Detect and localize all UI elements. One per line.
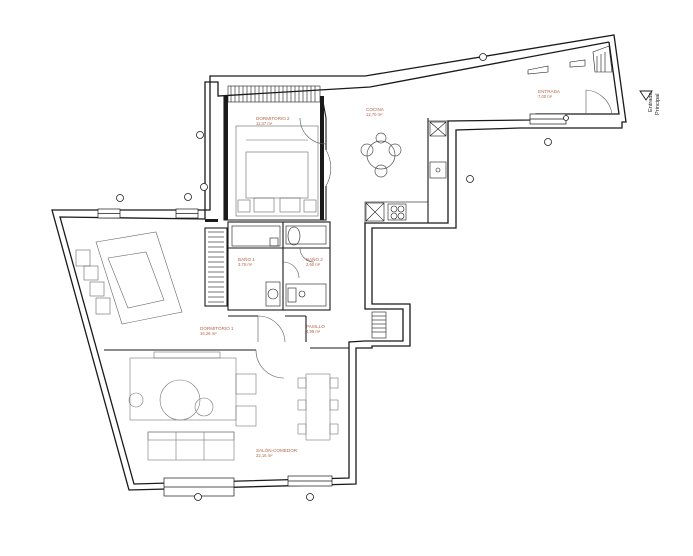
room-area: 7,00 m² bbox=[538, 94, 553, 99]
room-entrada: ENTRADA 7,00 m² bbox=[538, 89, 561, 99]
room-area: 16,26 m² bbox=[200, 331, 217, 336]
entrance-line1: Entrada bbox=[648, 92, 654, 112]
room-salon: SALÓN-COMEDOR 22,16 m² bbox=[256, 447, 298, 458]
marker-10 bbox=[563, 115, 569, 121]
marker-7 bbox=[184, 193, 192, 201]
doors bbox=[255, 89, 613, 379]
salon-furniture bbox=[128, 351, 339, 461]
room-label: COCINA bbox=[366, 107, 385, 112]
room-label: PASILLO bbox=[306, 324, 325, 329]
radiator-pasillo bbox=[371, 311, 387, 339]
bed-dormitorio2 bbox=[235, 125, 319, 217]
marker-8 bbox=[194, 493, 202, 501]
room-cocina: COCINA 12,70 m² bbox=[366, 107, 385, 117]
marker-9 bbox=[306, 493, 314, 501]
room-area: 12,70 m² bbox=[366, 112, 383, 117]
room-dormitorio1: DORMITORIO 1 16,26 m² bbox=[200, 326, 234, 336]
marker-2 bbox=[544, 138, 552, 146]
room-area: 22,16 m² bbox=[256, 453, 273, 458]
room-label: DORMITORIO 1 bbox=[200, 326, 234, 331]
entrance-line2: Principal bbox=[655, 94, 661, 115]
radiator-dormitorio2 bbox=[227, 85, 321, 103]
room-bano1: BAÑO 1 3,75 m² bbox=[238, 256, 255, 267]
bed-dormitorio1 bbox=[75, 231, 183, 325]
room-area: 2,90 m² bbox=[306, 262, 321, 267]
kitchen-table bbox=[360, 132, 402, 178]
marker-1 bbox=[479, 53, 487, 61]
outer-walls bbox=[51, 34, 627, 491]
room-area: 11,37 m² bbox=[256, 121, 273, 126]
room-label: BAÑO 1 bbox=[238, 256, 255, 262]
room-label: DORMITORIO 2 bbox=[256, 116, 290, 121]
section-markers bbox=[116, 53, 569, 501]
room-label: ENTRADA bbox=[538, 89, 561, 94]
marker-5 bbox=[200, 183, 208, 191]
room-pasillo: PASILLO 4,99 m² bbox=[306, 324, 325, 334]
room-label: BAÑO 2 bbox=[306, 256, 323, 262]
room-label: SALÓN-COMEDOR bbox=[256, 447, 298, 453]
entrance-arrow-icon bbox=[639, 90, 653, 101]
marker-3 bbox=[466, 175, 474, 183]
solid-walls bbox=[205, 96, 324, 222]
room-dormitorio2: DORMITORIO 2 11,37 m² bbox=[256, 116, 290, 126]
entrance-label: Entrada Principal bbox=[648, 92, 661, 115]
room-area: 4,99 m² bbox=[306, 329, 321, 334]
windows bbox=[97, 113, 567, 497]
room-area: 3,75 m² bbox=[238, 262, 253, 267]
marker-4 bbox=[196, 131, 204, 139]
entrance-storage bbox=[527, 45, 613, 75]
room-bano2: BAÑO 2 2,90 m² bbox=[306, 256, 323, 267]
wardrobe-dormitorio1 bbox=[208, 231, 224, 303]
bath-fixtures bbox=[231, 225, 327, 307]
marker-6 bbox=[116, 194, 124, 202]
kitchen-counters bbox=[364, 120, 449, 224]
